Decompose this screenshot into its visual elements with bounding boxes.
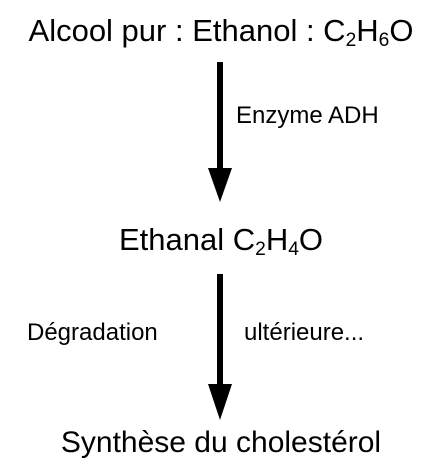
degradation-label: Dégradation [27,319,158,346]
ethanal-label: Ethanal C [118,222,256,257]
node-cholesterol-synthesis: Synthèse du cholestérol [60,426,382,459]
node-ethanol: Alcool pur : Ethanol : C2H6O [0,13,442,50]
ethanol-oxygen: O [389,13,414,48]
ethanol-hydrogen: H [356,13,379,48]
ethanal-oxygen: O [298,222,324,257]
arrow-down-1 [208,62,232,202]
ethanol-label: Alcool pur : Ethanol : C [28,13,346,48]
ethanal-subscript-hydrogen: 4 [288,238,299,260]
ethanol-subscript-hydrogen: 6 [378,29,390,51]
node-ethanal: Ethanal C2H4O [0,222,442,259]
ethanal-hydrogen: H [265,222,289,257]
enzyme-label: Enzyme ADH [236,102,379,129]
ulterieure-label: ultérieure... [244,319,365,346]
arrow-down-2 [208,274,232,420]
ethanal-subscript-carbon: 2 [255,238,266,260]
ethanol-subscript-carbon: 2 [345,29,357,51]
